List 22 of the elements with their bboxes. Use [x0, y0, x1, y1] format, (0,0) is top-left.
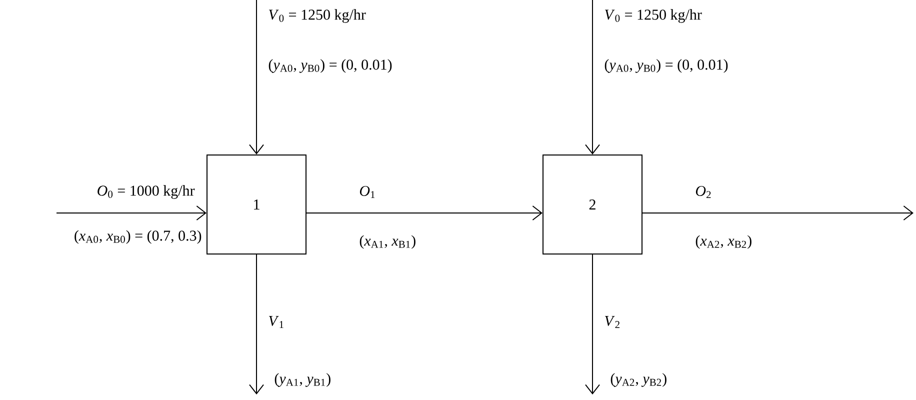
flow-label: V$_{0}$ = 1250 kg/hr	[269, 9, 366, 23]
flow-label: O$_{2}$	[696, 186, 711, 198]
flow-label: O$_{0}$ = 1000 kg/hr	[98, 185, 195, 199]
process-box: 2	[542, 154, 642, 254]
arrow	[585, 254, 600, 394]
flow-label: O$_{1}$	[360, 186, 375, 198]
arrow	[249, 254, 264, 394]
arrow	[585, 0, 600, 154]
flow-label: (y$_{A2}$, y$_{B2}$)	[610, 373, 666, 387]
flow-label: (x$_{A2}$, x$_{B2}$)	[696, 235, 752, 249]
arrow	[249, 0, 264, 154]
flow-label: (y$_{A0}$, y$_{B0}$) = (0, 0.01)	[604, 59, 728, 73]
flow-label: V$_{2}$	[605, 316, 620, 328]
arrow	[306, 206, 542, 220]
flow-label: (x$_{A1}$, x$_{B1}$)	[360, 235, 416, 249]
arrow	[56, 206, 206, 220]
flow-label: (y$_{A0}$, y$_{B0}$) = (0, 0.01)	[268, 59, 392, 73]
flow-label: V$_{0}$ = 1250 kg/hr	[605, 9, 702, 23]
process-box: 1	[206, 154, 306, 254]
flow-label: V$_{1}$	[269, 316, 284, 328]
arrow	[642, 206, 914, 220]
flow-label: (y$_{A1}$, y$_{B1}$)	[274, 373, 330, 387]
